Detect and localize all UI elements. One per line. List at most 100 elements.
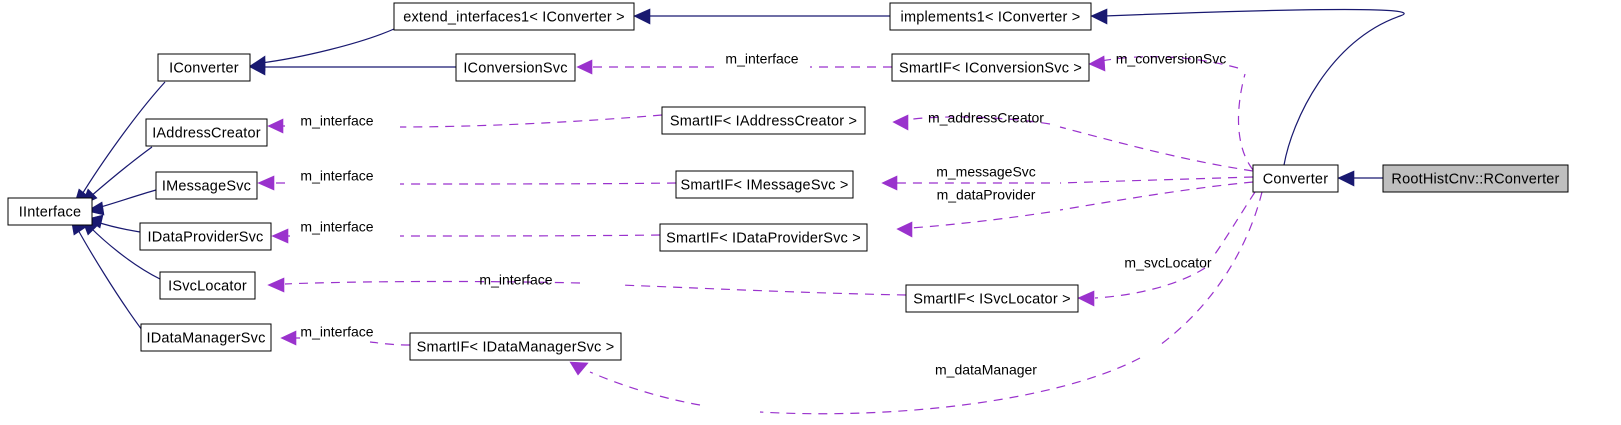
node-box-imessagesvc[interactable] bbox=[155, 171, 258, 200]
arrowhead-usage-smartif-idatamanagersvc bbox=[569, 361, 589, 376]
node-implements1[interactable]: implements1< IConverter > bbox=[889, 2, 1092, 31]
node-label-implements1: implements1< IConverter > bbox=[901, 9, 1081, 25]
node-box-smartif-iaddresscreator[interactable] bbox=[661, 106, 866, 135]
edge-label-m-svclocator: m_svcLocator bbox=[1124, 255, 1211, 271]
edge-label-m-conversionsvc: m_conversionSvc bbox=[1116, 51, 1227, 67]
node-iconverter[interactable]: IConverter bbox=[157, 53, 251, 82]
node-imessagesvc[interactable]: IMessageSvc bbox=[155, 171, 258, 200]
edge-label-m-interface-addresscreator: m_interface bbox=[300, 113, 373, 129]
node-label-smartif-idatamanagersvc: SmartIF< IDataManagerSvc > bbox=[417, 339, 615, 355]
edge-smartif-idataprovidersvc-to-idataprovidersvc bbox=[286, 234, 661, 237]
arrowhead-usage-imessagesvc bbox=[257, 175, 275, 191]
edge-smartif-isvclocator-to-isvclocator bbox=[284, 280, 907, 296]
node-isvclocator[interactable]: ISvcLocator bbox=[159, 271, 256, 300]
edge-idataprovidersvc-to-iinterface bbox=[96, 221, 141, 233]
node-iaddresscreator[interactable]: IAddressCreator bbox=[145, 118, 268, 147]
arrowhead-usage-smartif-iconversionsvc bbox=[1088, 55, 1106, 72]
edge-idatamanagersvc-to-iinterface bbox=[76, 227, 143, 331]
arrowhead-usage-smartif-imessagesvc bbox=[881, 175, 898, 191]
arrowhead-inherit-iconverter-b bbox=[249, 59, 266, 76]
edge-imessagesvc-to-iinterface bbox=[96, 189, 157, 209]
node-iconversionsvc[interactable]: IConversionSvc bbox=[455, 53, 576, 82]
edge-label-m-addresscreator: m_addressCreator bbox=[928, 110, 1044, 126]
node-box-smartif-idataprovidersvc[interactable] bbox=[659, 223, 868, 252]
arrowhead-usage-idatamanagersvc bbox=[280, 330, 297, 346]
edge-converter-to-smartif-idataprovidersvc bbox=[909, 181, 1254, 229]
node-smartif-iaddresscreator[interactable]: SmartIF< IAddressCreator > bbox=[661, 106, 866, 135]
edge-converter-to-implements1 bbox=[1103, 8, 1405, 166]
edge-converter-to-smartif-iconversionsvc bbox=[1100, 56, 1254, 171]
node-box-iconverter[interactable] bbox=[157, 53, 251, 82]
node-rconverter[interactable]: RootHistCnv::RConverter bbox=[1382, 164, 1569, 193]
edge-iaddresscreator-to-iinterface bbox=[89, 146, 153, 198]
node-label-idataprovidersvc: IDataProviderSvc bbox=[147, 229, 263, 245]
edge-iconverter-to-iinterface bbox=[80, 81, 166, 197]
node-label-iinterface: IInterface bbox=[19, 204, 81, 220]
node-label-isvclocator: ISvcLocator bbox=[168, 278, 247, 294]
edge-label-m-interface-datamanagersvc: m_interface bbox=[300, 324, 373, 340]
node-label-imessagesvc: IMessageSvc bbox=[162, 178, 251, 194]
node-label-smartif-isvclocator: SmartIF< ISvcLocator > bbox=[913, 291, 1071, 307]
node-label-smartif-iconversionsvc: SmartIF< IConversionSvc > bbox=[899, 60, 1082, 76]
node-box-rconverter[interactable] bbox=[1382, 164, 1569, 193]
node-box-smartif-imessagesvc[interactable] bbox=[675, 170, 854, 199]
node-smartif-idataprovidersvc[interactable]: SmartIF< IDataProviderSvc > bbox=[659, 223, 868, 252]
edge-label-m-interface-conversionsvc: m_interface bbox=[725, 51, 798, 67]
arrowhead-inherit-extend-interfaces1 bbox=[633, 8, 651, 25]
arrowhead-usage-smartif-idataprovidersvc bbox=[896, 221, 913, 238]
edge-converter-to-smartif-idatamanagersvc bbox=[589, 191, 1263, 415]
edge-label-m-interface-dataprovidersvc: m_interface bbox=[300, 219, 373, 235]
edge-label-m-interface-svclocator: m_interface bbox=[479, 272, 552, 288]
node-box-converter[interactable] bbox=[1252, 164, 1339, 193]
node-box-smartif-isvclocator[interactable] bbox=[905, 284, 1079, 313]
node-box-idataprovidersvc[interactable] bbox=[139, 222, 272, 251]
node-smartif-imessagesvc[interactable]: SmartIF< IMessageSvc > bbox=[675, 170, 854, 199]
edge-label-m-messagesvc: m_messageSvc bbox=[936, 164, 1036, 180]
node-box-smartif-iconversionsvc[interactable] bbox=[891, 53, 1090, 82]
node-label-smartif-iaddresscreator: SmartIF< IAddressCreator > bbox=[670, 113, 857, 129]
edge-converter-to-smartif-isvclocator bbox=[1094, 191, 1256, 299]
node-box-iconversionsvc[interactable] bbox=[455, 53, 576, 82]
node-iinterface[interactable]: IInterface bbox=[7, 197, 93, 226]
node-box-implements1[interactable] bbox=[889, 2, 1092, 31]
usage-edges bbox=[257, 55, 1263, 415]
node-label-iconversionsvc: IConversionSvc bbox=[463, 60, 567, 76]
node-label-rconverter: RootHistCnv::RConverter bbox=[1391, 171, 1559, 187]
arrowhead-usage-iconversionsvc bbox=[576, 59, 593, 75]
node-idatamanagersvc[interactable]: IDataManagerSvc bbox=[140, 323, 272, 352]
node-box-idatamanagersvc[interactable] bbox=[140, 323, 272, 352]
edge-smartif-imessagesvc-to-imessagesvc bbox=[272, 182, 677, 185]
node-label-converter: Converter bbox=[1263, 171, 1328, 187]
node-label-smartif-idataprovidersvc: SmartIF< IDataProviderSvc > bbox=[666, 230, 861, 246]
arrowhead-usage-iaddresscreator bbox=[267, 118, 284, 134]
node-box-iaddresscreator[interactable] bbox=[145, 118, 268, 147]
node-label-idatamanagersvc: IDataManagerSvc bbox=[146, 330, 265, 346]
arrowhead-usage-idataprovidersvc bbox=[271, 228, 289, 244]
edge-labels: m_interface m_interface m_interface m_in… bbox=[300, 51, 1226, 378]
arrowhead-inherit-implements1 bbox=[1090, 8, 1108, 25]
node-box-iinterface[interactable] bbox=[7, 197, 93, 226]
node-box-extend-interfaces1[interactable] bbox=[393, 2, 635, 31]
arrowhead-usage-isvclocator bbox=[267, 277, 285, 293]
edge-label-m-interface-messagesvc: m_interface bbox=[300, 168, 373, 184]
edge-extend-interfaces1-to-iconverter bbox=[260, 28, 395, 64]
node-converter[interactable]: Converter bbox=[1252, 164, 1339, 193]
node-smartif-iconversionsvc[interactable]: SmartIF< IConversionSvc > bbox=[891, 53, 1090, 82]
edge-label-m-datamanager: m_dataManager bbox=[935, 362, 1037, 378]
node-label-extend-interfaces1: extend_interfaces1< IConverter > bbox=[403, 9, 625, 25]
node-smartif-isvclocator[interactable]: SmartIF< ISvcLocator > bbox=[905, 284, 1079, 313]
class-nodes: IInterface IConverter IAddressCreator IM… bbox=[7, 2, 1569, 361]
node-box-smartif-idatamanagersvc[interactable] bbox=[409, 332, 622, 361]
arrowhead-usage-smartif-isvclocator bbox=[1077, 290, 1095, 307]
node-idataprovidersvc[interactable]: IDataProviderSvc bbox=[139, 222, 272, 251]
node-label-smartif-imessagesvc: SmartIF< IMessageSvc > bbox=[681, 177, 849, 193]
arrowhead-usage-smartif-iaddresscreator bbox=[892, 114, 909, 131]
node-label-iconverter: IConverter bbox=[169, 60, 239, 76]
edge-isvclocator-to-iinterface bbox=[89, 226, 161, 280]
node-label-iaddresscreator: IAddressCreator bbox=[152, 125, 261, 141]
node-box-isvclocator[interactable] bbox=[159, 271, 256, 300]
node-extend-interfaces1[interactable]: extend_interfaces1< IConverter > bbox=[393, 2, 635, 31]
node-smartif-idatamanagersvc[interactable]: SmartIF< IDataManagerSvc > bbox=[409, 332, 622, 361]
